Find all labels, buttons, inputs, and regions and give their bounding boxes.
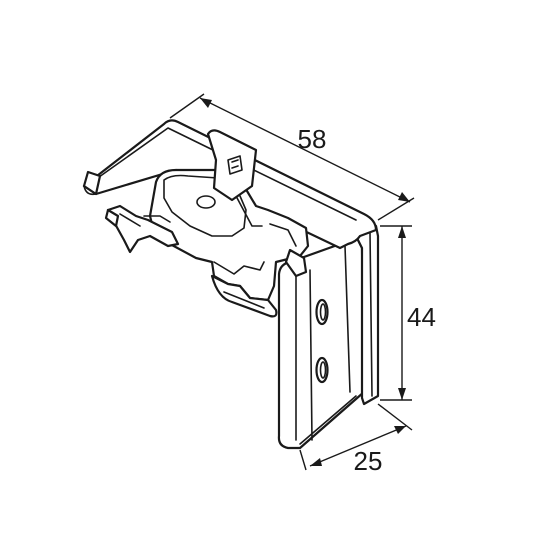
front-lip <box>82 170 102 196</box>
width-dimension-label: 58 <box>298 124 327 154</box>
height-dimension-label: 44 <box>407 302 436 332</box>
adjustment-tab <box>206 129 258 202</box>
hanger-hook <box>210 274 278 318</box>
depth-dimension: 25 <box>299 403 413 476</box>
latch-arm <box>104 204 180 254</box>
height-dimension: 44 <box>380 225 436 401</box>
spring-tab <box>284 248 308 278</box>
depth-dimension-label: 25 <box>354 446 383 476</box>
mounting-slot-upper <box>315 298 329 326</box>
vertical-mounting-plate <box>277 236 366 450</box>
width-dimension: 58 <box>169 93 415 221</box>
mounting-slot-lower <box>315 356 329 384</box>
